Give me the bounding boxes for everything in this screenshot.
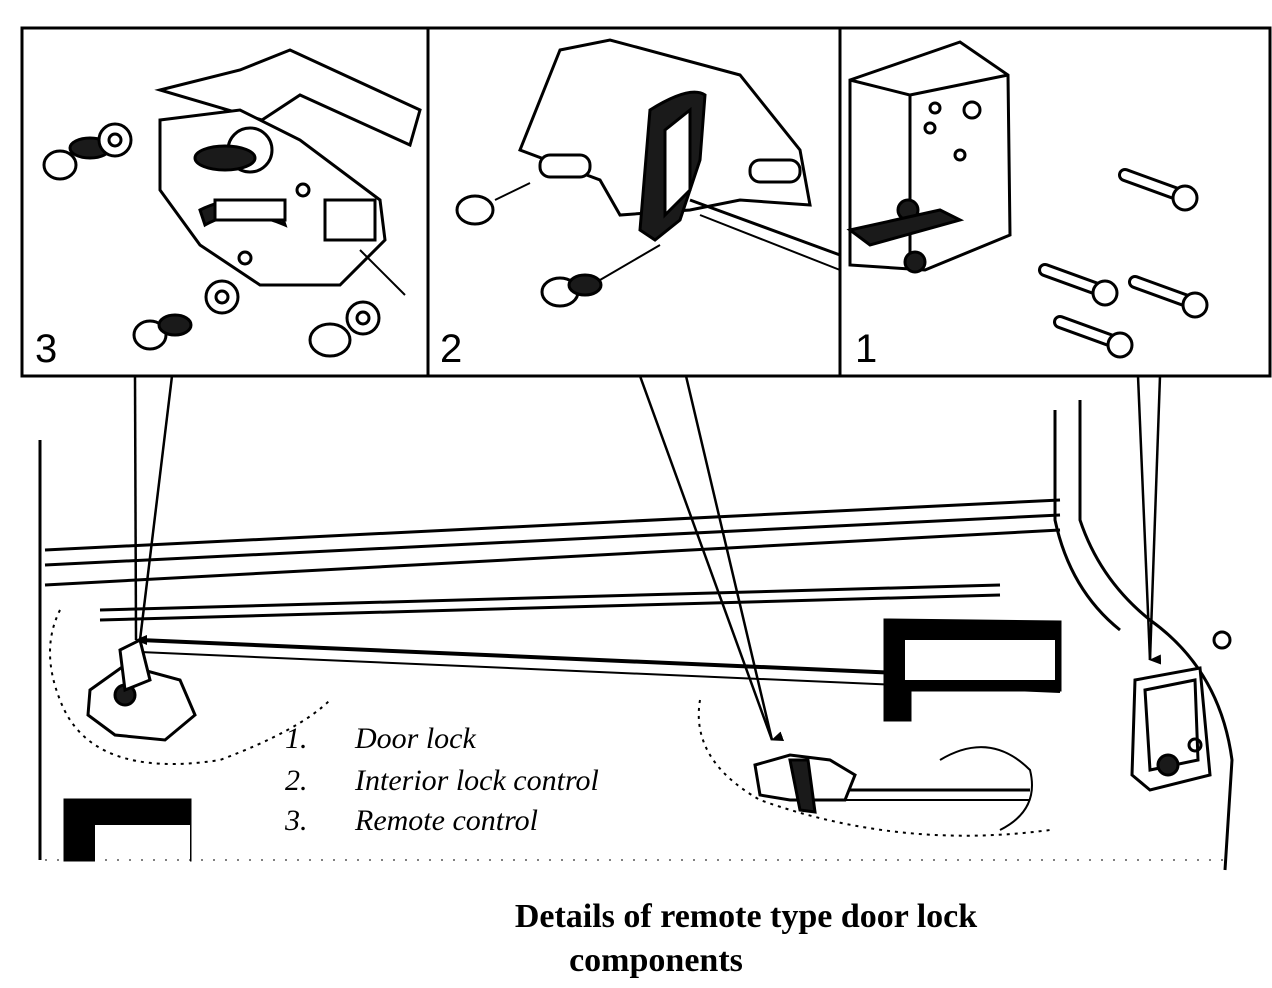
arrow-interior-lock-control [638, 375, 785, 741]
interior-lock-control-in-door [753, 753, 857, 814]
remote-control-in-door [86, 637, 197, 742]
legend-num-1: 1. [285, 722, 308, 755]
panel-interior-lock-control [455, 38, 841, 308]
panel-number-1: 1 [855, 327, 877, 371]
panel-door-lock [846, 40, 1209, 359]
arrow-remote-control [133, 375, 148, 645]
legend: 1. Door lock 2. Interior lock control 3.… [284, 722, 599, 837]
leader-arrows [133, 375, 1162, 741]
panel-remote-control [42, 48, 422, 358]
door-lock-screws [1038, 168, 1209, 359]
legend-label-2: Interior lock control [354, 764, 599, 797]
panel-number-3: 3 [35, 327, 57, 371]
figure-caption-line-2: components [569, 942, 743, 979]
legend-num-3: 3. [284, 804, 308, 837]
door-panel [38, 400, 1234, 871]
legend-num-2: 2. [285, 764, 308, 797]
arrow-door-lock [1136, 375, 1162, 665]
figure-caption-line-1: Details of remote type door lock [514, 898, 978, 935]
legend-label-1: Door lock [354, 722, 476, 755]
panel-number-2: 2 [440, 327, 462, 371]
legend-label-3: Remote control [354, 804, 538, 837]
door-lock-in-door [1130, 630, 1232, 792]
